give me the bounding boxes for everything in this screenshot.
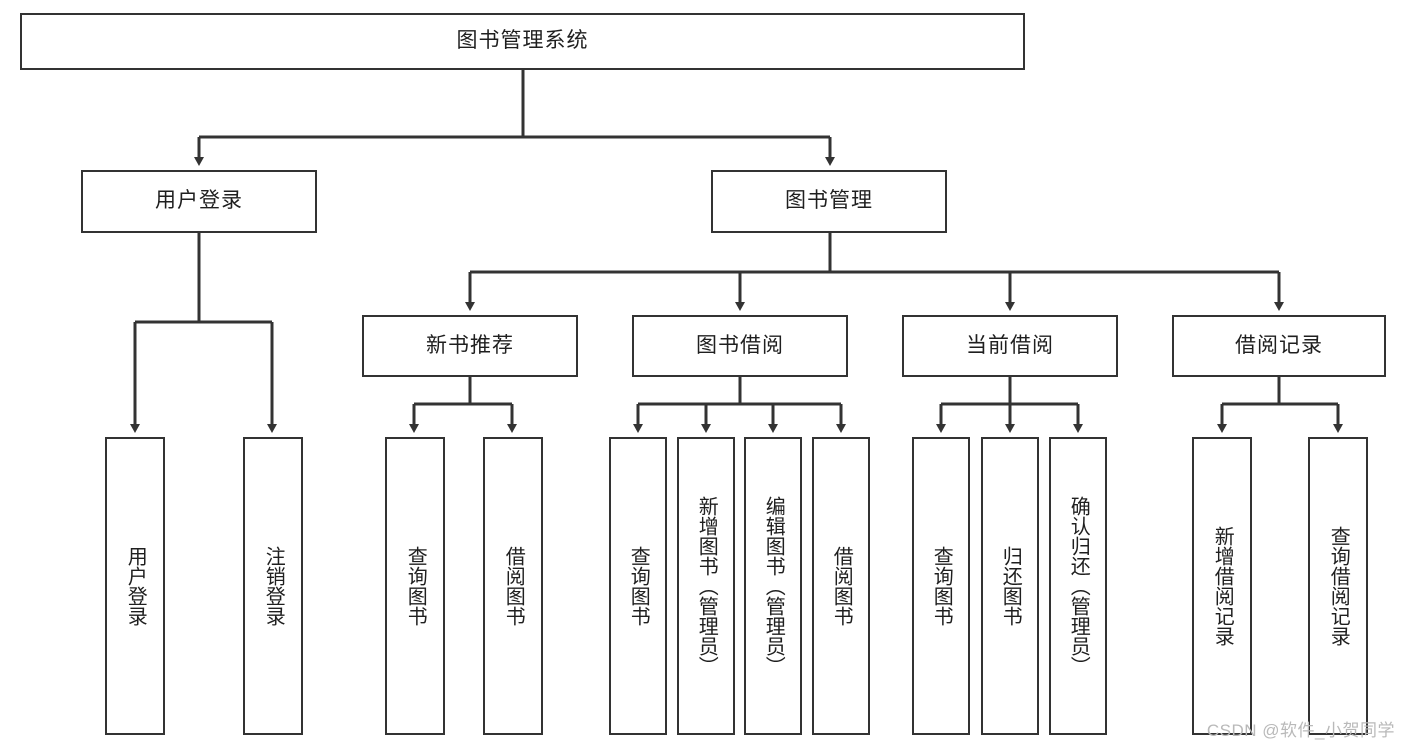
node-leaf-confirm-return[interactable]: 确认归还（管理员） — [1049, 437, 1107, 735]
node-current-borrow[interactable]: 当前借阅 — [902, 315, 1118, 377]
node-leaf-borrow-book-1[interactable]: 借阅图书 — [483, 437, 543, 735]
node-label: 借阅图书 — [502, 546, 525, 626]
node-label: 编辑图书（管理员） — [762, 496, 785, 676]
node-book-borrow[interactable]: 图书借阅 — [632, 315, 848, 377]
node-leaf-user-login[interactable]: 用户登录 — [105, 437, 165, 735]
node-label: 查询图书 — [930, 546, 953, 626]
node-leaf-logout[interactable]: 注销登录 — [243, 437, 303, 735]
node-label: 图书借阅 — [696, 333, 784, 357]
node-label: 归还图书 — [999, 546, 1022, 626]
node-leaf-query-book-1[interactable]: 查询图书 — [385, 437, 445, 735]
node-leaf-edit-book[interactable]: 编辑图书（管理员） — [744, 437, 802, 735]
node-label: 当前借阅 — [966, 333, 1054, 357]
watermark: CSDN @软件_小贺同学 — [1206, 721, 1395, 740]
node-label: 用户登录 — [155, 189, 243, 213]
node-label: 注销登录 — [262, 546, 285, 626]
node-label: 查询图书 — [627, 546, 650, 626]
node-book-manage[interactable]: 图书管理 — [711, 170, 947, 233]
node-leaf-add-book[interactable]: 新增图书（管理员） — [677, 437, 735, 735]
node-label: 确认归还（管理员） — [1067, 496, 1090, 676]
node-borrow-record[interactable]: 借阅记录 — [1172, 315, 1386, 377]
node-user-login[interactable]: 用户登录 — [81, 170, 317, 233]
node-leaf-return-book[interactable]: 归还图书 — [981, 437, 1039, 735]
node-new-book-rec[interactable]: 新书推荐 — [362, 315, 578, 377]
node-leaf-query-book-3[interactable]: 查询图书 — [912, 437, 970, 735]
node-label: 借阅记录 — [1235, 333, 1323, 357]
node-leaf-query-book-2[interactable]: 查询图书 — [609, 437, 667, 735]
node-label: 新增借阅记录 — [1211, 526, 1234, 646]
node-label: 借阅图书 — [830, 546, 853, 626]
node-leaf-add-record[interactable]: 新增借阅记录 — [1192, 437, 1252, 735]
node-root[interactable]: 图书管理系统 — [20, 13, 1025, 70]
node-label: 新书推荐 — [426, 333, 514, 357]
node-leaf-query-record[interactable]: 查询借阅记录 — [1308, 437, 1368, 735]
node-label: 用户登录 — [124, 546, 147, 626]
node-label: 图书管理 — [785, 189, 873, 213]
node-label: 图书管理系统 — [456, 29, 589, 53]
node-label: 查询图书 — [404, 546, 427, 626]
node-label: 查询借阅记录 — [1327, 526, 1350, 646]
node-label: 新增图书（管理员） — [695, 496, 718, 676]
node-leaf-borrow-book-2[interactable]: 借阅图书 — [812, 437, 870, 735]
